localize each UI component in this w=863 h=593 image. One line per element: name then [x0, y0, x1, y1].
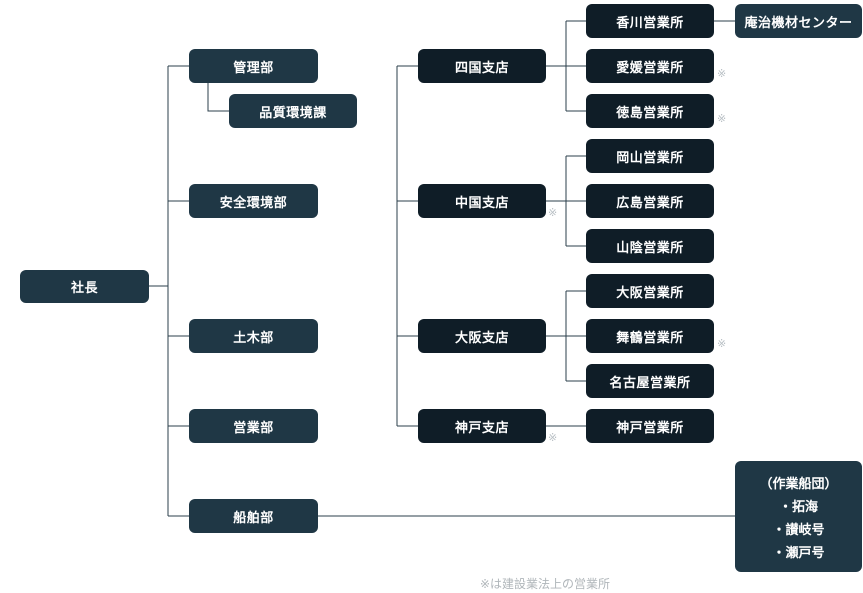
legal-office-mark: ※ — [717, 337, 727, 350]
shikoku-branch-box: 四国支店 — [418, 49, 546, 83]
fleet-item: ・讃岐号 — [772, 523, 825, 538]
hiroshima-office-box: 広島営業所 — [586, 184, 714, 218]
fleet-item: ・拓海 — [778, 500, 818, 515]
quality-env-section-box: 品質環境課 — [229, 94, 357, 128]
legal-office-mark: ※ — [548, 206, 558, 219]
president-box: 社長 — [20, 270, 149, 303]
maizuru-office-box: 舞鶴営業所 — [586, 319, 714, 353]
kagawa-office-box: 香川営業所 — [586, 4, 714, 38]
ehime-office-box: 愛媛営業所 — [586, 49, 714, 83]
safety-env-dept-box: 安全環境部 — [189, 184, 318, 218]
civil-dept-box: 土木部 — [189, 319, 318, 353]
sales-dept-box: 営業部 — [189, 409, 318, 443]
anji-equipment-center-box: 庵治機材センター — [735, 4, 862, 38]
work-fleet-box: （作業船団） ・拓海 ・讃岐号 ・瀬戸号 — [735, 461, 862, 572]
fleet-title: （作業船団） — [759, 477, 838, 492]
legal-office-mark: ※ — [717, 112, 727, 125]
chugoku-branch-box: 中国支店 — [418, 184, 546, 218]
osaka-branch-box: 大阪支店 — [418, 319, 546, 353]
kobe-office-box: 神戸営業所 — [586, 409, 714, 443]
sanin-office-box: 山陰営業所 — [586, 229, 714, 263]
nagoya-office-box: 名古屋営業所 — [586, 364, 714, 398]
legal-office-mark: ※ — [548, 431, 558, 444]
okayama-office-box: 岡山営業所 — [586, 139, 714, 173]
tokushima-office-box: 徳島営業所 — [586, 94, 714, 128]
legal-office-mark: ※ — [717, 67, 727, 80]
management-dept-box: 管理部 — [189, 49, 318, 83]
fleet-item: ・瀬戸号 — [772, 546, 825, 561]
osaka-office-box: 大阪営業所 — [586, 274, 714, 308]
footnote: ※は建設業法上の営業所 — [480, 577, 611, 591]
marine-dept-box: 船舶部 — [189, 499, 318, 533]
kobe-branch-box: 神戸支店 — [418, 409, 546, 443]
